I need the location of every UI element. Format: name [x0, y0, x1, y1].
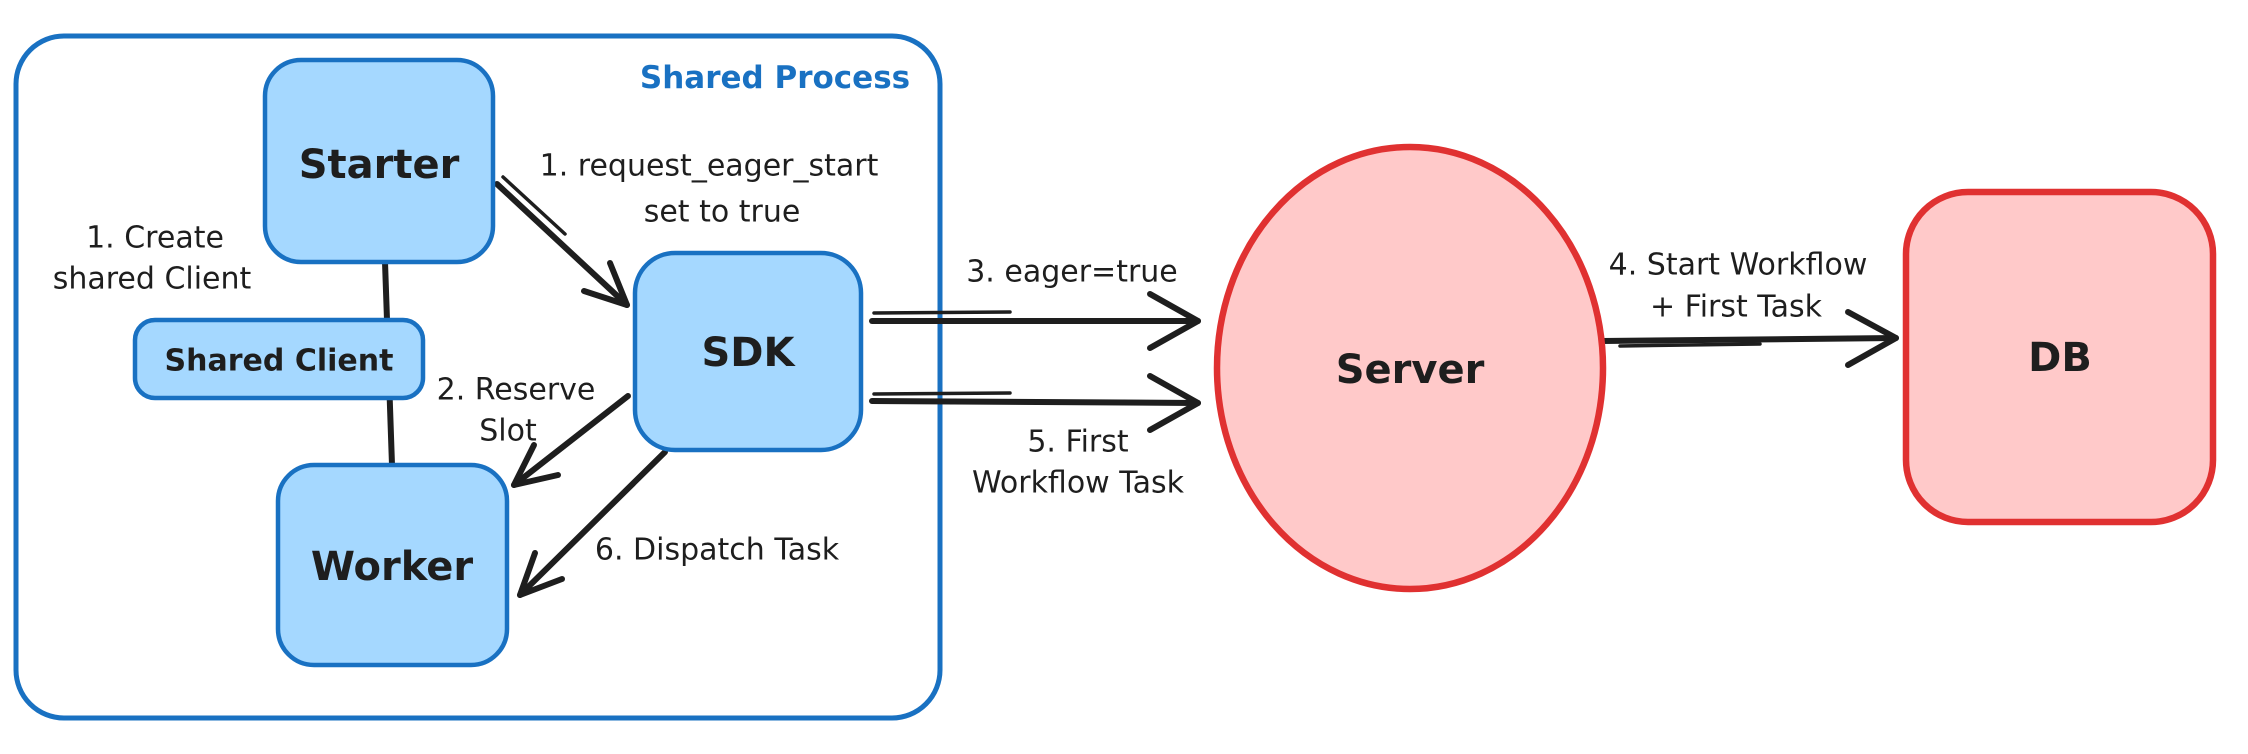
db-label: DB: [2028, 335, 2092, 381]
annotation-start-workflow: 4. Start Workflow + First Task: [1609, 248, 1868, 325]
shared-process-outline: [13, 33, 943, 721]
arrow-head: [1147, 373, 1201, 433]
shared-client-box: [132, 317, 426, 401]
node-sdk: SDK: [632, 250, 864, 453]
worker-box: [275, 462, 510, 668]
annotation-create-client: 1. Create shared Client: [53, 221, 252, 297]
annotation-request-eager: 1. request_eager_start set to true: [540, 149, 879, 230]
start-workflow-line1: 4. Start Workflow: [1609, 248, 1868, 283]
arrow-overstroke: [1618, 342, 1762, 348]
arrow-shaft: [511, 393, 631, 488]
node-starter: Starter: [262, 57, 496, 265]
db-box: [1902, 188, 2217, 526]
arrow-overstroke: [872, 310, 1012, 315]
start-workflow-line2: + First Task: [1650, 290, 1823, 325]
arrow-head: [581, 260, 630, 308]
sdk-label: SDK: [701, 330, 796, 376]
annotation-reserve-slot: 2. Reserve Slot: [437, 373, 596, 449]
annotation-eager-true: 3. eager=true: [966, 255, 1178, 290]
node-server: Server: [1213, 143, 1607, 593]
arrow-head: [1845, 309, 1899, 368]
arrow-overstroke: [872, 391, 1012, 396]
arrow-overstroke: [501, 175, 567, 236]
starter-box: [262, 57, 496, 265]
arrow-head: [511, 442, 561, 488]
server-ellipse: [1213, 143, 1607, 593]
dispatch-task-text: 6. Dispatch Task: [595, 533, 840, 568]
shared-process-label: Shared Process: [640, 60, 910, 96]
reserve-slot-line1: 2. Reserve: [437, 373, 596, 408]
arrow-head: [517, 550, 565, 598]
starter-label: Starter: [299, 142, 460, 188]
arrow-shaft: [517, 449, 668, 598]
sdk-box: [632, 250, 864, 453]
node-db: DB: [1902, 188, 2217, 526]
annotation-first-workflow-task: 5. First Workflow Task: [972, 425, 1185, 501]
node-shared-client: Shared Client: [132, 317, 426, 401]
reserve-slot-line2: Slot: [479, 414, 537, 449]
arrow-shaft: [869, 398, 1201, 406]
first-workflow-task-line1: 5. First: [1027, 425, 1129, 460]
create-client-line2: shared Client: [53, 262, 252, 297]
edge-first-workflow-task-arrow: [869, 373, 1201, 433]
first-workflow-task-line2: Workflow Task: [972, 466, 1185, 501]
request-eager-line1: 1. request_eager_start: [540, 149, 879, 184]
worker-label: Worker: [311, 544, 474, 590]
edge-reserve-slot-arrow: [511, 393, 631, 488]
edge-start-workflow-arrow: [1599, 309, 1899, 368]
annotation-dispatch-task: 6. Dispatch Task: [595, 533, 840, 568]
node-worker: Worker: [275, 462, 510, 668]
edge-dispatch-task-arrow: [517, 449, 668, 598]
arrow-shaft: [494, 181, 630, 308]
server-label: Server: [1336, 347, 1485, 393]
arrow-shaft: [1599, 335, 1899, 344]
arrow-head: [1147, 291, 1201, 351]
create-client-line1: 1. Create: [86, 221, 224, 256]
shared-client-label: Shared Client: [165, 344, 394, 379]
shared-process-container: Shared Process: [13, 33, 943, 721]
request-eager-line2: set to true: [644, 195, 801, 230]
eager-true-text: 3. eager=true: [966, 255, 1178, 290]
edge-eager-true-arrow: [869, 291, 1201, 351]
edge-request-eager-arrow: [494, 175, 630, 308]
